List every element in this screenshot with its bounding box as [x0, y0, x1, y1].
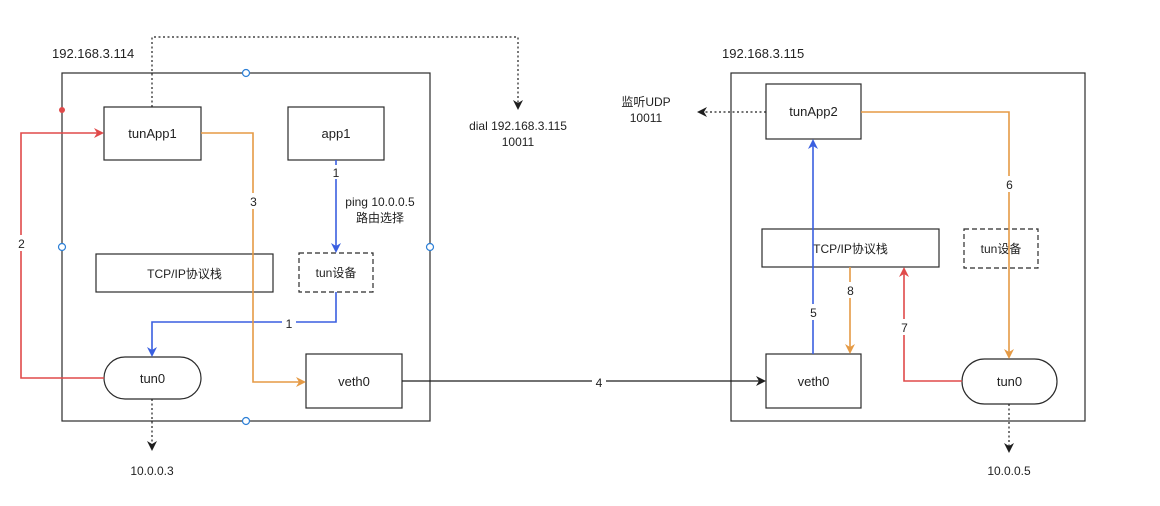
tunapp1-node[interactable]: tunApp1	[103, 106, 202, 161]
left-tun-ip-label: 10.0.0.3	[130, 464, 174, 478]
step-1-label-b: 1	[286, 317, 293, 331]
step-3-label: 3	[250, 195, 257, 209]
tcpip-right-label: TCP/IP协议栈	[813, 241, 888, 256]
tunapp1-label: tunApp1	[128, 126, 176, 141]
app1-node[interactable]: app1	[287, 106, 385, 161]
step7-connector[interactable]	[899, 267, 962, 382]
tun-device-left-node[interactable]: tun设备	[298, 252, 374, 293]
tun0-left-node[interactable]: tun0	[103, 356, 202, 400]
step-1-label-a: 1	[333, 166, 340, 180]
step-8-label: 8	[847, 284, 854, 298]
right-tun-ip-label: 10.0.0.5	[987, 464, 1031, 478]
step-labels: 1 1 2 3 4 5 6 7 8	[15, 165, 1016, 390]
step2-connector[interactable]	[20, 128, 104, 379]
dial-label-line2: 10011	[502, 135, 535, 149]
veth0-left-label: veth0	[338, 374, 370, 389]
ping-label-line1: ping 10.0.0.5	[345, 195, 415, 209]
step6-connector[interactable]	[861, 111, 1014, 359]
tun-device-left-label: tun设备	[316, 266, 357, 280]
annotation-labels: ping 10.0.0.5 路由选择 dial 192.168.3.115 10…	[130, 95, 1031, 478]
step-2-label: 2	[18, 237, 25, 251]
veth0-right-node[interactable]: veth0	[765, 353, 862, 409]
tunapp2-node[interactable]: tunApp2	[765, 83, 862, 140]
tun0-left-label: tun0	[140, 371, 165, 386]
tun-device-right-label: tun设备	[981, 242, 1022, 256]
tun-device-right-node[interactable]: tun设备	[963, 228, 1039, 269]
step3-connector[interactable]	[201, 132, 306, 387]
dial-connector[interactable]	[151, 36, 523, 110]
handle-bottom[interactable]	[241, 416, 251, 426]
step-4-label: 4	[596, 376, 603, 390]
handle-right[interactable]	[425, 242, 435, 252]
step-6-label: 6	[1006, 178, 1013, 192]
left-host-ip: 192.168.3.114	[52, 46, 134, 61]
step-5-label: 5	[810, 306, 817, 320]
left-host: 192.168.3.114 tunApp1 app1 TCP/IP协议栈 tun…	[52, 46, 435, 426]
listen-label-line2: 10011	[630, 111, 663, 125]
tcpip-left-node[interactable]: TCP/IP协议栈	[95, 253, 274, 293]
dial-label-line1: dial 192.168.3.115	[469, 119, 567, 133]
app1-label: app1	[322, 126, 351, 141]
tun0-right-label: tun0	[997, 374, 1022, 389]
listen-label-line1: 监听UDP	[621, 95, 670, 109]
handle-top[interactable]	[241, 68, 251, 78]
tun0-right-node[interactable]: tun0	[961, 358, 1058, 405]
handle-left[interactable]	[57, 242, 67, 252]
right-host-ip: 192.168.3.115	[722, 46, 804, 61]
step-7-label: 7	[901, 321, 908, 335]
tunapp2-label: tunApp2	[789, 104, 837, 119]
veth0-left-node[interactable]: veth0	[305, 353, 403, 409]
right-host: 192.168.3.115 tunApp2 TCP/IP协议栈 tun设备 ve…	[722, 46, 1086, 422]
tcpip-right-node[interactable]: TCP/IP协议栈	[761, 228, 940, 268]
connection-point[interactable]	[59, 107, 65, 113]
right-host-frame	[730, 72, 1086, 422]
veth0-right-label: veth0	[798, 374, 830, 389]
ping-label-line2: 路由选择	[356, 210, 404, 225]
tcpip-left-label: TCP/IP协议栈	[147, 266, 222, 281]
step1-tun-to-tun0-connector[interactable]	[147, 292, 337, 357]
